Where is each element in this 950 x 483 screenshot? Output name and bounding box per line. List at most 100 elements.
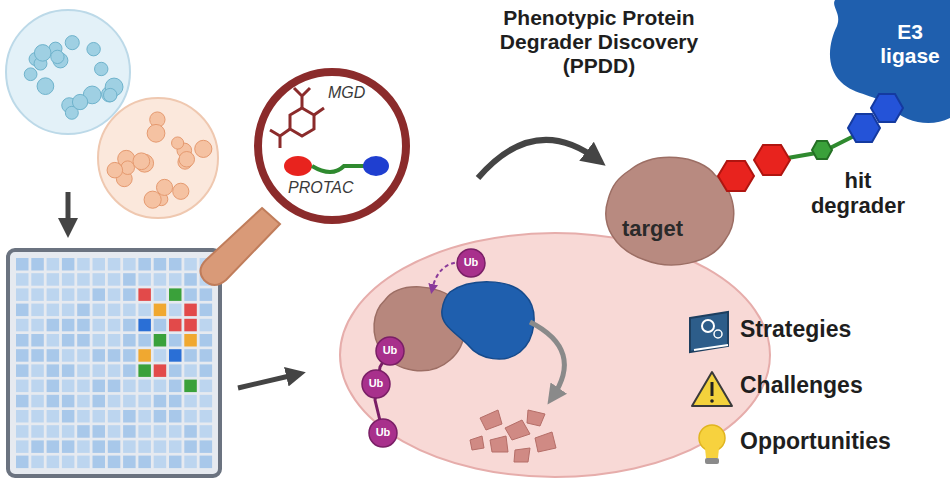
cell-dot [72,94,87,109]
plate-well [138,304,151,317]
node-text: Ub [361,377,391,390]
plate-well [169,349,182,362]
plate-well [62,410,75,423]
plate-well [62,456,75,469]
plate-well [108,440,121,453]
plate-well [108,456,121,469]
plate-well [16,334,29,347]
plate-well [154,440,167,453]
plate-well [31,319,44,332]
screening-plate [8,250,220,476]
plate-well [31,440,44,453]
plate-well [123,395,136,408]
plate-well [77,258,90,271]
plate-well [154,258,167,271]
protein-fragments [470,410,556,462]
plate-well [184,440,197,453]
plate-well [169,334,182,347]
cell-dot [87,42,100,55]
node-text: E3 ligase [874,20,946,68]
plate-well [184,456,197,469]
ubiquitin-circle: Ub [375,336,405,366]
plate-well [31,380,44,393]
plate-well [123,288,136,301]
flow-arrow [478,140,598,178]
theme-label: Opportunities [740,428,940,454]
plate-well [16,410,29,423]
cell-dot [51,50,64,63]
plate-well [16,349,29,362]
plate-well [16,273,29,286]
theme-label: Challenges [740,372,930,398]
plate-well [31,304,44,317]
cell-dot [133,153,150,170]
plate-well [31,425,44,438]
target-protein-blob: target [600,150,740,270]
plate-well [123,410,136,423]
cell-dot [107,162,123,178]
plate-well [123,349,136,362]
plate-well [47,410,60,423]
plate-well [138,456,151,469]
plate-well [77,319,90,332]
plate-well [123,258,136,271]
plate-well [93,334,106,347]
plate-well [108,304,121,317]
plate-well [31,273,44,286]
plate-well [47,288,60,301]
plate-well [154,425,167,438]
flow-arrow [66,192,71,230]
plate-well [108,288,121,301]
plate-well [62,319,75,332]
plate-well [77,334,90,347]
cell-dot [24,68,37,81]
plate-well [138,410,151,423]
plate-well [169,456,182,469]
plate-well [31,456,44,469]
plate-well [154,273,167,286]
plate-well [169,410,182,423]
plate-well [108,349,121,362]
plate-well [154,410,167,423]
ubiquitin-circle: Ub [361,369,391,399]
plate-well [154,334,167,347]
plate-well [93,258,106,271]
plate-well [77,288,90,301]
plate-well [123,334,136,347]
plate-well [62,288,75,301]
plate-well [108,258,121,271]
plate-well [184,349,197,362]
plate-well [16,319,29,332]
plate-well [31,364,44,377]
plate-well [184,410,197,423]
plate-well [62,425,75,438]
plate-well [77,410,90,423]
plate-well [108,425,121,438]
plate-well [62,258,75,271]
plate-well [123,319,136,332]
plate-well [169,258,182,271]
plate-well [108,364,121,377]
plate-well [138,364,151,377]
plate-well [154,364,167,377]
plate-well [154,349,167,362]
lightbulb-icon [699,425,725,464]
plate-well [47,304,60,317]
plate-well [154,380,167,393]
plate-well [184,380,197,393]
plate-well [16,364,29,377]
cell-dot [95,62,108,75]
plate-well [93,410,106,423]
plate-well [200,425,213,438]
plate-well [93,319,106,332]
plate-well [108,319,121,332]
plate-well [108,380,121,393]
plate-well [77,440,90,453]
plate-well [169,364,182,377]
plate-well [108,334,121,347]
plate-well [47,425,60,438]
cell-dot [121,161,135,175]
plate-well [123,380,136,393]
